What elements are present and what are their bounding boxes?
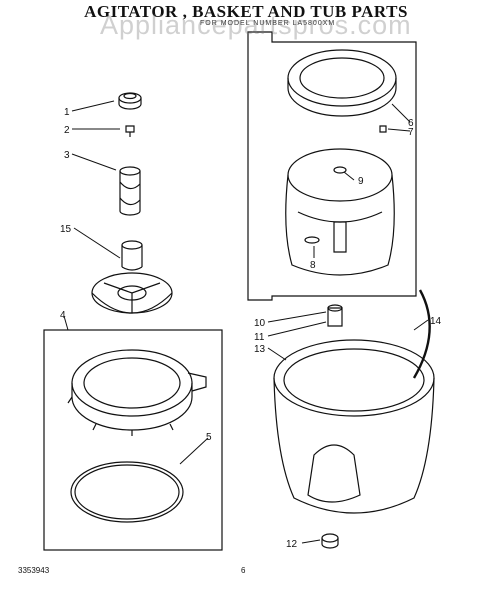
ring-assembly-box [43,329,223,551]
balance-ring [67,349,207,436]
callout-numbers: 1 2 3 15 4 5 6 7 9 8 10 11 13 14 12 [60,107,442,550]
gasket-ring [70,461,184,523]
part-code: 3353943 [18,566,50,575]
agitator-base [91,240,173,314]
callout-8: 8 [310,260,316,271]
basket-assembly-box [247,31,417,301]
agitator-cap [118,92,142,110]
tub-hose [412,289,431,379]
callout-3: 3 [64,150,70,161]
page-title: AGITATOR , BASKET AND TUB PARTS [84,2,408,21]
model-subtitle: FOR MODEL NUMBER LA5800XM [200,20,336,27]
basket-ring [287,49,397,117]
callout-7: 7 [408,127,414,138]
callout-11: 11 [254,332,265,343]
drain-plug [321,533,339,549]
callout-6: 6 [408,118,414,129]
outer-tub [273,339,435,514]
bolt [125,125,135,137]
callout-9: 9 [358,176,364,187]
callout-4: 4 [60,310,66,321]
callout-12: 12 [286,539,298,550]
page-number: 6 [241,566,246,575]
callout-10: 10 [254,318,266,329]
callout-5: 5 [206,432,212,443]
callout-1: 1 [64,107,70,118]
callout-15: 15 [60,224,72,235]
callout-14: 14 [430,316,442,327]
site-watermark: Appliancepartspros.com [100,10,412,40]
agitator-auger [119,166,141,216]
callout-13: 13 [254,344,266,355]
basket-ring-screw [379,125,387,133]
drive-hub [327,304,343,327]
callout-2: 2 [64,125,70,136]
spin-basket [285,148,395,276]
leader-lines [63,100,429,544]
